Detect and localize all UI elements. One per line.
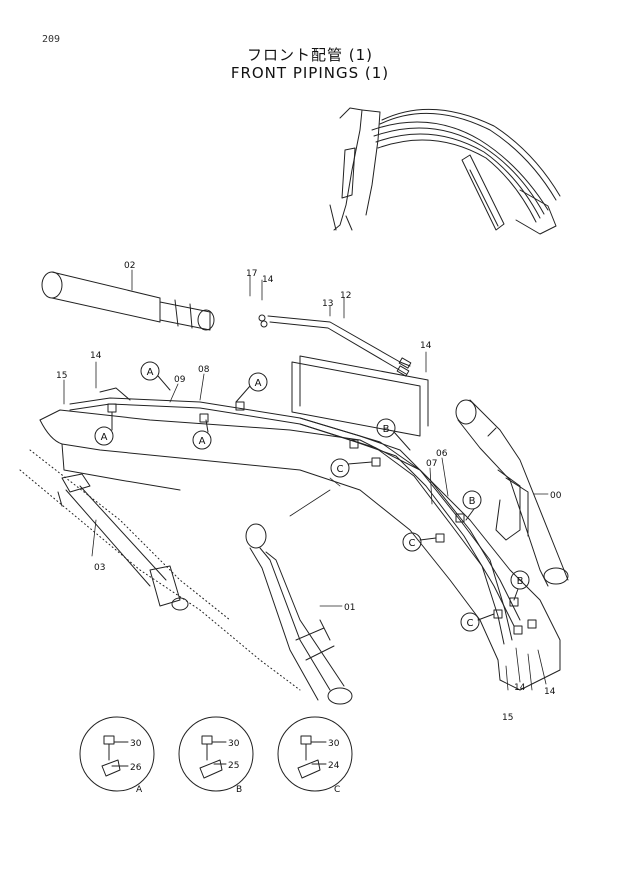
callout-a-4 [192, 430, 212, 450]
callout-b-1-text: B [383, 424, 390, 435]
detail-b-parts [199, 735, 227, 779]
bracket-panel [291, 355, 429, 437]
callout-b-1 [376, 418, 396, 438]
detail-c-parts [297, 735, 327, 779]
callout-a-4-text: A [199, 436, 206, 447]
detail-c-id: C [334, 785, 340, 795]
callout-a-1-text: A [147, 367, 154, 378]
label-12: 12 [340, 291, 351, 301]
callout-a-3-text: A [101, 432, 108, 443]
label-17: 17 [246, 269, 257, 279]
callout-c-1-text: C [337, 464, 344, 475]
boom-cylinder-01 [245, 523, 353, 705]
label-07: 07 [426, 459, 437, 469]
callout-c-3-text: C [467, 618, 474, 629]
overview-sketch [329, 107, 561, 235]
callout-b-3-text: B [517, 576, 524, 587]
callout-a-2-text: A [255, 378, 262, 389]
callout-letters: A A A A B B B C C C [101, 367, 524, 629]
detail-a-parts [101, 735, 129, 777]
label-14-mid: 14 [420, 341, 432, 351]
label-02: 02 [124, 261, 135, 271]
label-15-left: 15 [56, 371, 67, 381]
callout-c-3 [460, 612, 480, 632]
detail-b-id: B [236, 785, 242, 795]
detail-c-bolt: 30 [328, 739, 340, 749]
part-number-labels: 02 17 14 12 13 14 14 15 09 08 07 06 00 0… [56, 261, 562, 723]
detail-b-clamp: 25 [228, 761, 239, 771]
bucket-cylinder-00 [455, 399, 569, 587]
boom-outline [19, 409, 561, 691]
pipes-12-13 [258, 314, 412, 377]
callout-circles [94, 361, 530, 632]
label-00: 00 [550, 491, 562, 501]
detail-a-bolt: 30 [130, 739, 142, 749]
pipes-08-09 [69, 387, 521, 645]
label-09: 09 [174, 375, 186, 385]
page-title-japanese: フロント配管 (1) [246, 46, 374, 64]
callout-c-1 [330, 458, 350, 478]
label-06: 06 [436, 449, 448, 459]
label-14-top: 14 [262, 275, 274, 285]
label-14-bottom-2: 14 [544, 687, 556, 697]
label-14-bottom-1: 14 [514, 683, 526, 693]
label-14-left: 14 [90, 351, 102, 361]
detail-circle-c [277, 716, 353, 792]
page-number: 209 [42, 34, 61, 45]
label-03: 03 [94, 563, 105, 573]
callout-a-1 [140, 361, 160, 381]
detail-circle-a [79, 716, 155, 792]
clamp-brackets [107, 401, 537, 635]
detail-b-bolt: 30 [228, 739, 240, 749]
label-13: 13 [322, 299, 333, 309]
callout-c-2 [402, 532, 422, 552]
detail-views [79, 716, 353, 792]
detail-circle-b [178, 716, 254, 792]
leader-lines [63, 269, 549, 691]
detail-a-clamp: 26 [130, 763, 142, 773]
label-08: 08 [198, 365, 210, 375]
label-01: 01 [344, 603, 355, 613]
callout-b-3 [510, 570, 530, 590]
callout-b-2-text: B [469, 496, 476, 507]
detail-c-clamp: 24 [328, 761, 340, 771]
arm-cylinder-03 [57, 473, 189, 611]
callout-a-2 [248, 372, 268, 392]
callout-a-3 [94, 426, 114, 446]
page-title-english: FRONT PIPINGS (1) [230, 64, 390, 82]
label-15-bottom: 15 [502, 713, 513, 723]
callout-b-2 [462, 490, 482, 510]
arm-cylinder-02 [41, 271, 215, 331]
callout-c-2-text: C [409, 538, 416, 549]
detail-labels: 30 26 A 30 25 B 30 24 C [130, 739, 340, 795]
detail-a-id: A [136, 785, 143, 795]
